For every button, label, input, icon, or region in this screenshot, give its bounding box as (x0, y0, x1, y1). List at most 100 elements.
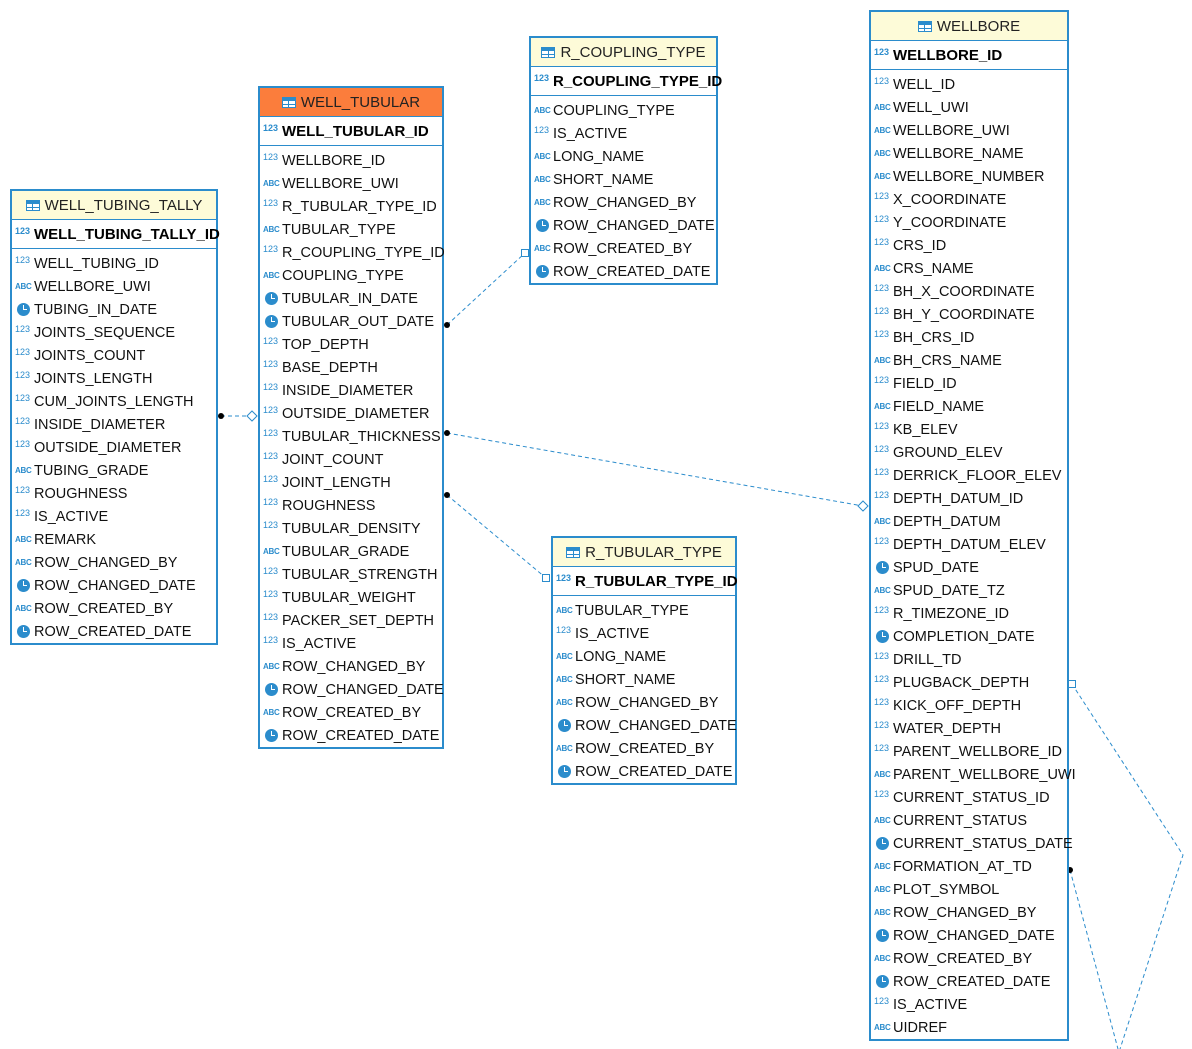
column-row[interactable]: ROW_CREATED_DATE (553, 760, 735, 783)
entity-header[interactable]: R_TUBULAR_TYPE (553, 538, 735, 567)
column-row[interactable]: TUBING_IN_DATE (12, 298, 216, 321)
entity-header[interactable]: WELL_TUBULAR (260, 88, 442, 117)
column-row[interactable]: ROW_CHANGED_DATE (871, 924, 1067, 947)
column-row[interactable]: TUBULAR_OUT_DATE (260, 310, 442, 333)
entity-header[interactable]: WELL_TUBING_TALLY (12, 191, 216, 220)
column-row[interactable]: TUBULAR_IN_DATE (260, 287, 442, 310)
column-row[interactable]: ROW_CREATED_DATE (531, 260, 716, 283)
column-row[interactable]: ROW_CHANGED_DATE (553, 714, 737, 737)
column-row[interactable]: ROW_CHANGED_DATE (260, 678, 444, 701)
entity-header[interactable]: R_COUPLING_TYPE (531, 38, 716, 67)
column-row[interactable]: ROW_CHANGED_DATE (12, 574, 216, 597)
column-row[interactable]: ROW_CHANGED_DATE (531, 214, 716, 237)
column-row[interactable]: ROW_CREATED_DATE (260, 724, 442, 747)
column-row[interactable]: SPUD_DATE (871, 556, 1067, 579)
column-row[interactable]: CURRENT_STATUS_DATE (871, 832, 1073, 855)
entity-header[interactable]: WELLBORE (871, 12, 1067, 41)
column-row[interactable]: ROW_CREATED_DATE (871, 970, 1067, 993)
column-row[interactable]: ROW_CREATED_DATE (12, 620, 216, 643)
column-row[interactable]: COMPLETION_DATE (871, 625, 1067, 648)
